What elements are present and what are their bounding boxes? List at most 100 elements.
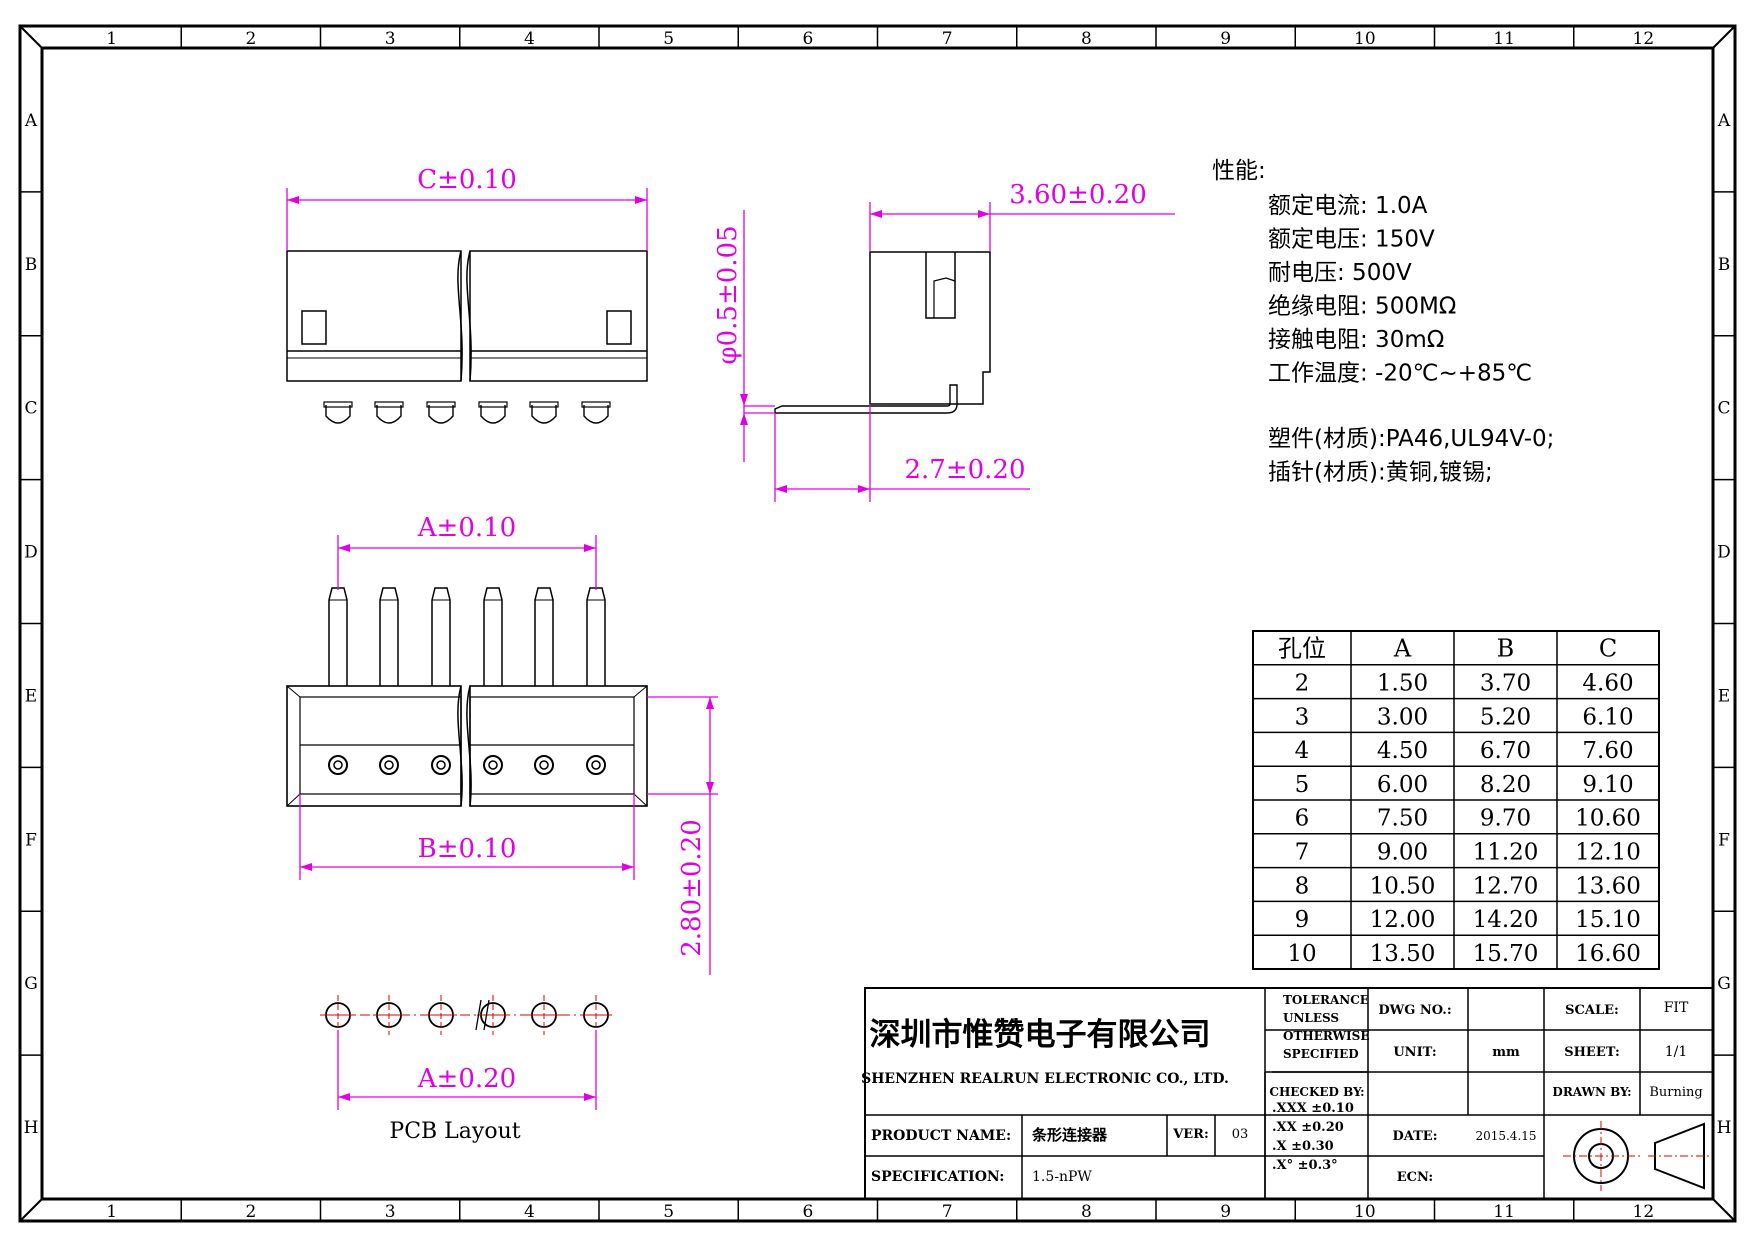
table-cell: 9.10 (1582, 772, 1633, 798)
pin-shoulder (374, 401, 404, 408)
dim-pin-diameter-label: φ0.5±0.05 (713, 225, 743, 364)
pcb-layout (320, 995, 614, 1035)
pin (586, 587, 606, 686)
table-header-cell: B (1497, 634, 1515, 662)
table-cell: 4 (1295, 738, 1310, 764)
frame-row-label: E (25, 686, 37, 706)
sheet-value: 1/1 (1665, 1044, 1688, 1060)
pin-hole (586, 755, 606, 775)
pin-tail (583, 405, 609, 424)
frame-row-label: B (25, 255, 38, 275)
pin-tail (325, 405, 351, 424)
ver-value: 03 (1232, 1127, 1249, 1142)
specs-heading: 性能: (1212, 158, 1266, 184)
unit-label: UNIT: (1393, 1045, 1436, 1060)
pin-tail (531, 405, 557, 424)
pin-shoulder (529, 401, 559, 408)
frame-row-label: G (24, 974, 38, 994)
title-block: 深圳市惟赞电子有限公司 SHENZHEN REALRUN ELECTRONIC … (861, 987, 1714, 1200)
table-cell: 6.00 (1377, 772, 1428, 798)
frame-column-label: 7 (942, 29, 953, 49)
tolerance-label-line: SPECIFIED (1283, 1047, 1359, 1061)
dim-a-pcb-label: A±0.20 (417, 1064, 516, 1094)
pin-hole (483, 755, 503, 775)
tolerance-value-line: .XX ±0.20 (1272, 1120, 1344, 1135)
table-cell: 1.50 (1377, 670, 1428, 696)
table-cell: 7.60 (1582, 738, 1633, 764)
table-cell: 3.70 (1480, 670, 1531, 696)
table-cell: 12.70 (1473, 873, 1539, 899)
frame-column-label: 5 (663, 29, 674, 49)
table-cell: 12.10 (1575, 839, 1641, 865)
frame-column-label: 2 (245, 1202, 256, 1222)
table-cell: 7 (1295, 839, 1310, 865)
frame-column-label: 12 (1633, 1202, 1655, 1222)
dim-width-label: 3.60±0.20 (1009, 180, 1147, 210)
unit-value: mm (1492, 1045, 1520, 1060)
front-view (286, 587, 648, 807)
spec-line: 额定电流: 1.0A (1268, 193, 1428, 219)
product-name-value: 条形连接器 (1031, 1126, 1108, 1144)
frame-column-label: 1 (106, 1202, 117, 1222)
tolerance-label-line: TOLERANCE (1283, 993, 1369, 1007)
pin-hole (379, 755, 399, 775)
frame-row-label: H (1717, 1118, 1732, 1138)
table-header-cell: 孔位 (1278, 634, 1326, 662)
top-view (286, 250, 648, 424)
pin-tail (480, 405, 506, 424)
date-value: 2015.4.15 (1475, 1129, 1536, 1143)
frame-column-label: 2 (245, 29, 256, 49)
frame-column-label: 6 (802, 1202, 813, 1222)
drawn-by-label: DRAWN BY: (1552, 1085, 1631, 1099)
specification-value: 1.5-nPW (1032, 1169, 1092, 1185)
frame-row-label: A (1717, 111, 1731, 131)
frame-column-label: 4 (524, 1202, 535, 1222)
frame-column-label: 9 (1220, 29, 1231, 49)
table-cell: 9.00 (1377, 839, 1428, 865)
frame-column-label: 3 (385, 29, 396, 49)
spec-line: 工作温度: -20℃~+85℃ (1268, 361, 1532, 387)
table-cell: 8 (1295, 873, 1310, 899)
table-cell: 7.50 (1377, 806, 1428, 832)
pin-tail (376, 405, 402, 424)
dim-height-label: 2.80±0.20 (677, 819, 707, 957)
table-cell: 3 (1295, 704, 1310, 730)
frame-row-label: D (24, 543, 38, 563)
ecn-label: ECN: (1397, 1170, 1433, 1185)
tolerance-label-line: UNLESS (1283, 1011, 1339, 1025)
frame-row-label: F (25, 830, 37, 850)
spec-line: 接触电阻: 30mΩ (1268, 327, 1444, 353)
frame-column-label: 11 (1493, 29, 1515, 49)
pin (534, 587, 554, 686)
dimensions: C±0.10 3.60±0.20 φ0.5±0.05 2.7±0.20 A±0.… (286, 165, 1175, 1110)
table-cell: 9 (1295, 907, 1310, 933)
drawn-by-value: Burning (1649, 1085, 1702, 1100)
spec-line: 耐电压: 500V (1268, 260, 1412, 286)
frame-row-label: G (1717, 974, 1731, 994)
spec-line: 绝缘电阻: 500MΩ (1268, 294, 1456, 320)
tolerance-value-line: .X° ±0.3° (1272, 1158, 1338, 1173)
table-header-cell: A (1393, 634, 1412, 662)
dim-pin-offset-label: 2.7±0.20 (904, 455, 1025, 485)
table-cell: 8.20 (1480, 772, 1531, 798)
table-cell: 15.70 (1473, 941, 1539, 967)
table-cell: 5.20 (1480, 704, 1531, 730)
pin (431, 587, 451, 686)
pin-hole (328, 755, 348, 775)
table-cell: 4.60 (1582, 670, 1633, 696)
company-name-en: SHENZHEN REALRUN ELECTRONIC CO., LTD. (861, 1071, 1229, 1087)
sheet-label: SHEET: (1564, 1045, 1620, 1060)
pin (379, 587, 399, 686)
date-label: DATE: (1392, 1129, 1437, 1144)
dwg-no-label: DWG NO.: (1378, 1003, 1451, 1018)
pcb-layout-label: PCB Layout (389, 1119, 520, 1144)
table-cell: 3.00 (1377, 704, 1428, 730)
side-view (774, 251, 991, 414)
frame-column-label: 4 (524, 29, 535, 49)
frame-row-label: H (24, 1118, 39, 1138)
table-cell: 13.60 (1575, 873, 1641, 899)
frame-row-label: B (1718, 255, 1731, 275)
table-cell: 13.50 (1370, 941, 1436, 967)
